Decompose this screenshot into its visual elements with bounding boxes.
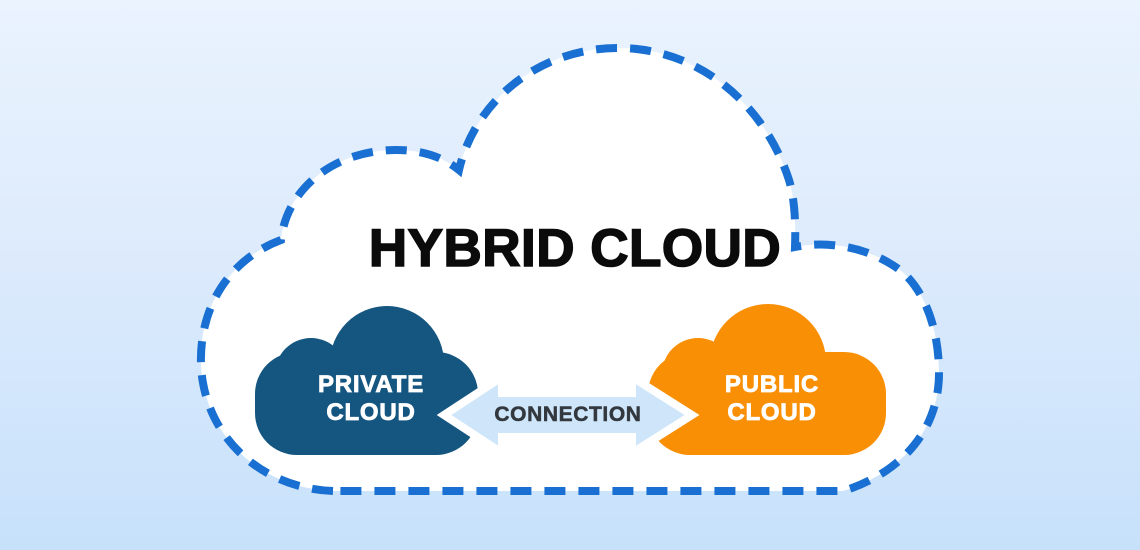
private-cloud-label-line1: PRIVATE — [317, 371, 425, 399]
public-cloud-label: PUBLIC CLOUD — [672, 371, 872, 427]
public-cloud-label-line1: PUBLIC — [724, 371, 820, 399]
diagram-title: HYBRID CLOUD — [368, 219, 782, 279]
public-cloud-body — [648, 352, 886, 455]
private-cloud-body — [255, 352, 478, 455]
connection-arrow — [436, 369, 700, 461]
private-cloud-label: PRIVATE CLOUD — [271, 371, 471, 427]
connection-label: CONNECTION — [494, 403, 642, 427]
public-cloud-label-line2: CLOUD — [727, 399, 817, 427]
public-cloud-shape — [648, 304, 886, 455]
private-cloud-shape — [255, 306, 478, 455]
private-cloud-label-line2: CLOUD — [326, 399, 416, 427]
